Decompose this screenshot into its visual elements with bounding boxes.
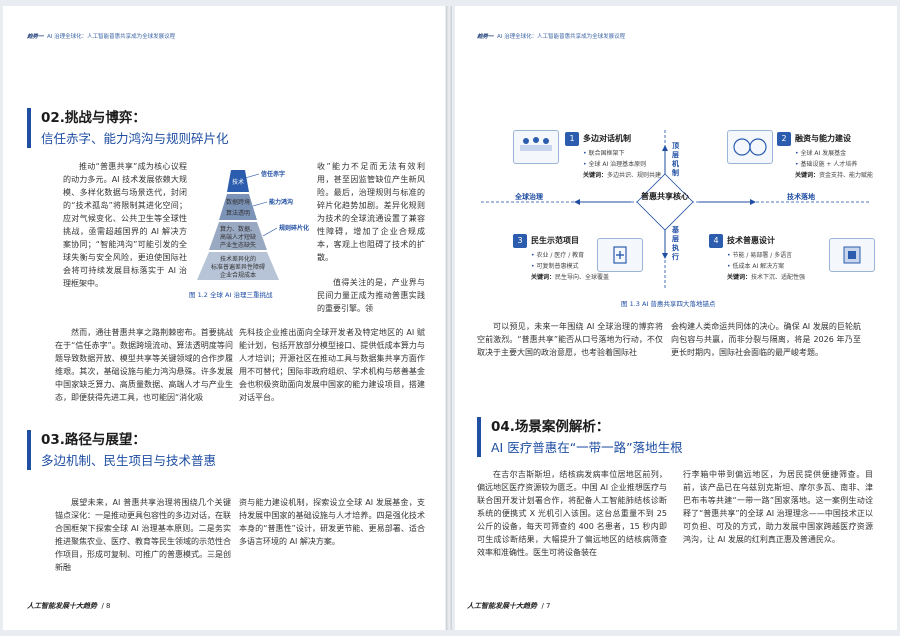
quadrant-4-keywords: 关键词：技术下沉、适配性强 [727,274,806,281]
anchor-quadrant-diagram: 普惠共享核心 全球治理 技术落地 顶层机制 基层执行 1 多边对话机制 联 [455,6,897,316]
left-footer: 人工智能发展十大趋势 / 8 [27,602,111,610]
quadrant-3-item: 农业 / 医疗 / 教育 [531,250,584,259]
section-bar [27,430,31,470]
left-page: 趋势一 AI 治理全球化：人工智能普惠共享成为全球发展议程 02.挑战与博弈： … [3,6,445,630]
quadrant-2-keywords: 关键词：资金支持、能力赋能 [795,172,874,179]
pyramid-l1a: 数据跨境 [226,198,250,206]
meeting-illustration [513,130,559,164]
paragraph-02d: 然而，通往普惠共享之路荆棘密布。首要挑战在于“信任赤字”。数据跨境流动、算法透明… [55,328,233,402]
quadrant-1-item: 联合国框架下 [583,148,624,157]
quadrant-3-icon: 3 [513,234,527,248]
axis-label-tech-landing: 技术落地 [787,193,815,201]
quadrant-2-item: 全球 AI 发展基金 [795,148,846,157]
paragraph-02a: 推动“普惠共享”成为核心议程的动力多元。AI 技术发展依赖大规模、多样化数据与场… [63,162,187,288]
callout-line-1 [244,173,260,179]
right-footer: 人工智能发展十大趋势 / 7 [467,602,551,610]
pyramid-tier-3 [197,252,279,280]
quadrant-4-title: 技术普惠设计 [727,236,775,245]
section-02-subtitle: 信任赤字、能力鸿沟与规则碎片化 [41,131,229,146]
pyramid-top [227,170,249,192]
pyramid-l2c: 产业生态缺失 [220,241,256,249]
pyramid-l2b: 高端人才短缺 [220,233,256,241]
section-03-title: 03.路径与展望： [41,432,146,448]
tech-chip-illustration [829,238,875,272]
pyramid-l3a: 技术差异化的 [220,255,256,263]
pyramid-top-label: 技术 [232,178,244,186]
running-head-title: AI 治理全球化：人工智能普惠共享成为全球发展议程 [497,34,626,40]
paragraph-04b: 行李箱中带到偏远地区，为居民提供便捷筛查。目前，该产品已在乌兹别克斯坦、摩尔多瓦… [683,470,873,544]
quadrant-axes [481,130,871,288]
section-04-subtitle: AI 医疗普惠在“一带一路”落地生根 [491,440,683,455]
quadrant-2-icon: 2 [777,132,791,146]
paragraph-02c-cont: 先科技企业推出面向全球开发者及特定地区的 AI 赋能计划，包括开放部分模型接口、… [239,328,425,402]
callout-capability-gap: 能力鸿沟 [269,198,293,206]
pyramid-l3b: 标准普遍差异性障碍 [211,263,265,271]
paragraph-02c-start: 值得关注的是，产业界与民间力量正成为推动普惠实践的重要引擎。领 [317,278,425,313]
running-head: 趋势一 AI 治理全球化：人工智能普惠共享成为全球发展议程 [27,32,175,40]
paragraph-03c: 可以预见，未来一年围绕 AI 全球治理的博弈将空前激烈。“普惠共享”能否从口号落… [477,322,663,357]
center-label: 普惠共享核心 [641,192,689,201]
paragraph-04a: 在吉尔吉斯斯坦，结核病发病率位居地区前列，偏远地区医疗资源较为匮乏。中国 AI … [477,470,667,557]
running-head-chapter: 趋势一 [27,34,44,40]
axis-label-grassroots-execution: 基层执行 [672,226,679,261]
pyramid-tier-1 [219,194,257,220]
quadrant-3-keywords: 关键词：民生导向、全球覆盖 [531,274,610,281]
paragraph-02b: 收”能力不足而无法有效利用，甚至因监管缺位产生新风险。最后，治理规则与标准的碎片… [317,162,425,262]
quadrant-1-icon: 1 [565,132,579,146]
callout-trust-deficit: 信任赤字 [261,170,285,178]
paragraph-03b: 资与能力建设机制，探索设立全球 AI 发展基金，支持发展中国家的基础设施与人才培… [239,498,425,546]
section-bar [27,108,31,148]
quadrant-4-item: 低成本 AI 解决方案 [727,261,784,270]
paragraph-03d: 会构建人类命运共同体的决心。确保 AI 发展的巨轮航向包容与共赢，而非分裂与隔离… [671,322,861,357]
handshake-illustration [727,130,773,164]
pyramid-figure: 技术 数据跨境 算法透明 算力、数据、 高端人才短缺 产业生态缺失 技术差异化的… [197,170,309,280]
quadrant-3-item: 可复制普惠模式 [531,261,578,270]
figure-1-2-caption: 图 1.2 全球 AI 治理三重挑战 [189,291,273,299]
quadrant-2-item: 基础设施 + 人才培养 [795,159,857,168]
quadrant-2-title: 融资与能力建设 [795,134,851,143]
healthcare-illustration [597,238,643,272]
callout-line-2 [252,201,268,207]
callout-rule-fragmentation: 规则碎片化 [279,224,309,232]
axis-label-global-governance: 全球治理 [515,193,543,201]
section-03-subtitle: 多边机制、民生项目与技术普惠 [41,453,217,468]
paragraph-03a: 展望未来，AI 普惠共享治理将围绕几个关键锚点深化：一是推动更具包容性的多边对话… [55,498,231,572]
callout-line-3 [262,227,278,237]
quadrant-1-title: 多边对话机制 [583,134,631,143]
section-bar [477,417,481,457]
footer-brand: 人工智能发展十大趋势 [27,602,97,610]
quadrant-1-item: 全球 AI 治理基本原则 [583,159,646,168]
quadrant-1-keywords: 关键词：多边共识、规则共建 [583,172,662,179]
quadrant-4-icon: 4 [709,234,723,248]
center-diamond [636,173,694,231]
quadrant-3-title: 民生示范项目 [531,236,579,245]
pyramid-l2a: 算力、数据、 [220,225,256,233]
pyramid-l3c: 企业合规成本 [220,271,256,279]
running-head-title: AI 治理全球化：人工智能普惠共享成为全球发展议程 [47,34,176,40]
figure-1-3-caption: 图 1.3 AI 普惠共享四大落地锚点 [621,300,716,308]
right-page: 趋势一 AI 治理全球化：人工智能普惠共享成为全球发展议程 普惠共享核心 [455,6,897,630]
section-04-title: 04.场景案例解析： [491,419,610,435]
section-02-title: 02.挑战与博弈： [41,110,146,126]
quadrant-4-item: 节能 / 易部署 / 多语言 [727,250,792,259]
pyramid-tier-2 [209,222,267,250]
footer-brand: 人工智能发展十大趋势 [467,602,537,610]
running-head-chapter: 趋势一 [477,34,494,40]
running-head: 趋势一 AI 治理全球化：人工智能普惠共享成为全球发展议程 [477,32,625,40]
book-gutter [446,6,452,630]
pyramid-l1b: 算法透明 [226,209,250,217]
footer-page-number: 8 [106,602,111,610]
footer-page-number: 7 [546,602,551,610]
axis-label-top-mechanism: 顶层机制 [672,142,679,177]
